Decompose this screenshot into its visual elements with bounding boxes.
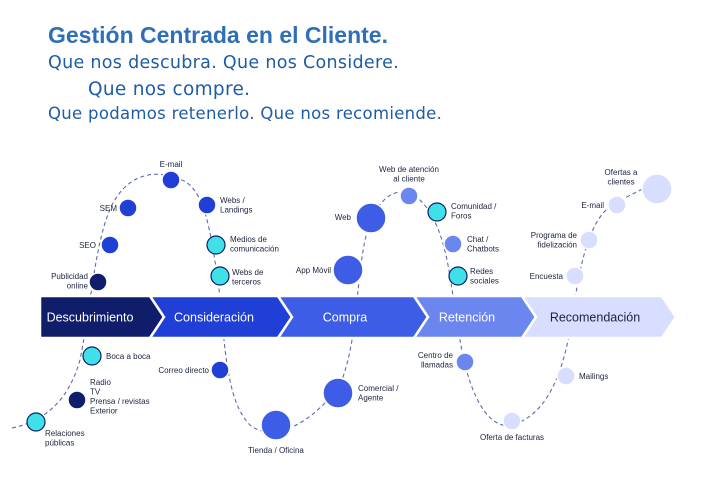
touchpoint-label: Tienda / Oficina [248,446,304,455]
stage-label-compra: Compra [323,311,368,325]
subtitle-line-2: Que nos compre. [88,79,251,100]
touchpoint-node [210,360,230,380]
touchpoint-node [355,202,387,234]
touchpoint-label: Oferta de facturas [480,433,544,442]
touchpoint-label: Web [335,213,352,222]
subtitle-line-1: Que nos descubra. Que nos Considere. [48,53,400,73]
touchpoint-node [399,186,419,206]
touchpoint-label: SEO [79,241,96,250]
page-title: Gestión Centrada en el Cliente. [48,22,388,48]
touchpoint-node [455,352,475,372]
touchpoint-node [26,412,46,432]
touchpoint-label: Chat /Chatbots [467,235,499,254]
touchpoint-node [322,377,354,409]
touchpoint-node [82,346,102,366]
touchpoint-label: Mailings [579,372,608,381]
stage-label-descubrimiento: Descubrimiento [47,311,134,325]
touchpoint-node [100,235,120,255]
stage-label-recomendacion: Recomendación [550,311,640,325]
touchpoint-node [88,272,108,292]
touchpoint-node [332,254,364,286]
touchpoint-node [579,230,599,250]
touchpoint-label: E-mail [581,201,604,210]
touchpoint-node [641,173,673,205]
touchpoint-node [448,266,468,286]
touchpoint-label: Boca a boca [106,352,151,361]
touchpoint-node [67,390,87,410]
touchpoint-node [206,235,226,255]
touchpoint-node [502,411,522,431]
touchpoint-label: Comercial /Agente [358,384,399,403]
touchpoint-label: App Móvil [296,266,331,275]
touchpoint-node [161,170,181,190]
touchpoint-label: SEM [100,204,118,213]
touchpoint-label: Encuesta [530,272,564,281]
stage-label-consideracion: Consideración [174,311,254,325]
touchpoint-node [197,195,217,215]
touchpoint-node [607,195,627,215]
touchpoint-label: Correo directo [158,366,209,375]
touchpoint-label: E-mail [160,160,183,169]
stage-label-retencion: Retención [439,311,495,325]
touchpoint-node [210,266,230,286]
touchpoint-node [443,234,463,254]
touchpoint-label: Comunidad /Foros [451,202,497,221]
touchpoint-node [556,366,576,386]
touchpoint-node [565,266,585,286]
subtitle-line-3: Que podamos retenerlo. Que nos recomiend… [48,104,443,123]
stage-arrow-recomendacion [519,294,678,340]
touchpoint-node [118,198,138,218]
touchpoint-label: Webs /Landings [220,196,252,215]
touchpoint-node [260,409,292,441]
touchpoint-node [427,202,447,222]
